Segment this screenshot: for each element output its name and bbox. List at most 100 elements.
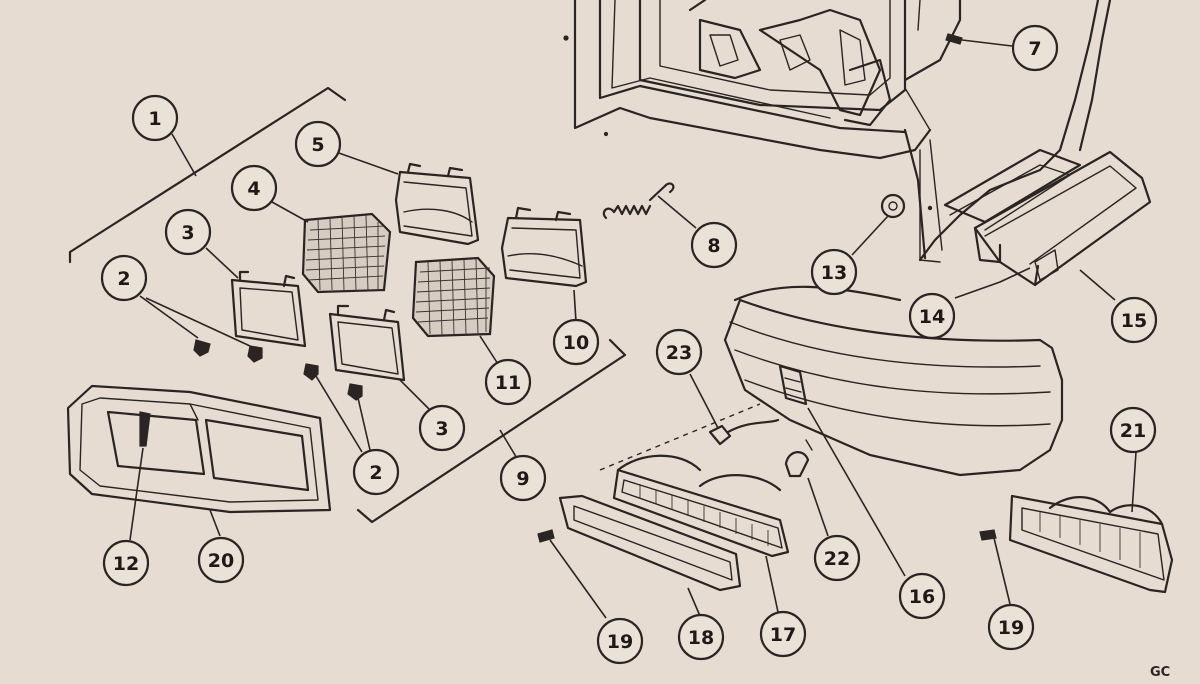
callout-label: 20 <box>208 550 234 572</box>
callout-c8: 8 <box>690 221 738 269</box>
callout-c13: 13 <box>810 248 858 296</box>
callout-label: 2 <box>117 268 130 290</box>
part-22-bulb <box>784 439 829 537</box>
callout-circle <box>1110 296 1158 344</box>
callout-circle <box>499 454 547 502</box>
callout-label: 19 <box>998 617 1024 639</box>
part-2-screws-lower <box>303 363 371 453</box>
callout-c4: 4 <box>230 164 278 212</box>
callout-circle <box>810 248 858 296</box>
callout-c2b: 2 <box>352 448 400 496</box>
part-19-screw-left <box>537 529 607 619</box>
part-7-screw <box>945 33 1013 47</box>
part-4-sealed-beam <box>271 201 392 294</box>
callout-label: 8 <box>707 235 720 257</box>
callout-c2a: 2 <box>100 254 148 302</box>
callout-label: 7 <box>1028 38 1041 60</box>
part-16-bumper <box>723 285 1064 577</box>
callout-circle <box>759 610 807 658</box>
part-20-headlamp-bezel <box>66 384 332 541</box>
part-8-spring <box>602 182 697 229</box>
callout-circle <box>100 254 148 302</box>
callout-circle <box>655 328 703 376</box>
part-3-bezel-lower <box>328 304 431 411</box>
callout-label: 21 <box>1120 420 1146 442</box>
callout-c12: 12 <box>102 539 150 587</box>
callout-circle <box>690 221 738 269</box>
callout-circle <box>197 536 245 584</box>
callout-c19b: 19 <box>987 603 1035 651</box>
callout-label: 15 <box>1121 310 1147 332</box>
callout-label: 18 <box>688 627 714 649</box>
callout-circle <box>908 292 956 340</box>
callout-circle <box>898 572 946 620</box>
callout-label: 14 <box>919 306 945 328</box>
callout-circle <box>1109 406 1157 454</box>
callout-circle <box>294 120 342 168</box>
callout-label: 3 <box>435 418 448 440</box>
callout-label: 9 <box>516 468 529 490</box>
callout-circle <box>813 534 861 582</box>
callout-c23: 23 <box>655 328 703 376</box>
callout-label: 16 <box>909 586 935 608</box>
part-13-nut <box>851 193 906 256</box>
callout-c1: 1 <box>131 94 179 142</box>
callout-label: 5 <box>311 134 324 156</box>
callout-c11: 11 <box>484 358 532 406</box>
callout-circle <box>596 617 644 665</box>
callout-c5: 5 <box>294 120 342 168</box>
part-11-sealed-beam <box>411 256 499 365</box>
callout-c10: 10 <box>552 318 600 366</box>
callout-label: 19 <box>607 631 633 653</box>
callout-label: 22 <box>824 548 850 570</box>
publisher-logo-text: GC <box>1150 665 1170 680</box>
part-18-lamp-bezel <box>558 494 742 617</box>
callout-circle <box>102 539 150 587</box>
callout-circle <box>164 208 212 256</box>
part-17-lamp-lens <box>612 454 790 613</box>
part-10-retainer <box>500 206 588 323</box>
callout-c7: 7 <box>1011 24 1059 72</box>
callout-label: 23 <box>666 342 692 364</box>
callout-c18: 18 <box>677 613 725 661</box>
callout-circle <box>484 358 532 406</box>
callout-c19a: 19 <box>596 617 644 665</box>
callout-c22: 22 <box>813 534 861 582</box>
headlamp-housing-body <box>573 0 1112 263</box>
callout-label: 10 <box>563 332 589 354</box>
part-5-retainer <box>335 151 480 246</box>
callout-circle <box>352 448 400 496</box>
callout-c9: 9 <box>499 454 547 502</box>
callout-label: 1 <box>148 108 161 130</box>
group-9-bracket <box>356 338 627 524</box>
callout-label: 12 <box>113 553 139 575</box>
callout-c21: 21 <box>1109 406 1157 454</box>
print-dots <box>563 35 933 211</box>
callout-c17: 17 <box>759 610 807 658</box>
callout-c14: 14 <box>908 292 956 340</box>
callout-circle <box>131 94 179 142</box>
part-21-marker-lamp <box>1008 451 1174 594</box>
callout-circle <box>677 613 725 661</box>
callout-label: 13 <box>821 262 847 284</box>
callout-label: 4 <box>247 178 260 200</box>
part-2-screws-upper <box>139 295 263 363</box>
callout-label: 11 <box>495 372 521 394</box>
part-19-screw-right <box>979 529 1011 605</box>
callout-label: 2 <box>369 462 382 484</box>
callout-c16: 16 <box>898 572 946 620</box>
publisher-logo: GC <box>1150 665 1170 680</box>
callout-c20: 20 <box>197 536 245 584</box>
callout-label: 3 <box>181 222 194 244</box>
part-3-bezel-upper <box>205 247 307 348</box>
callout-c3b: 3 <box>418 404 466 452</box>
group-1-bracket <box>68 86 347 264</box>
callout-label: 17 <box>770 624 796 646</box>
callout-circle <box>987 603 1035 651</box>
part-14-15-marker-housing <box>943 148 1152 301</box>
part-23-socket <box>599 373 780 471</box>
callout-circle <box>230 164 278 212</box>
callout-c3a: 3 <box>164 208 212 256</box>
